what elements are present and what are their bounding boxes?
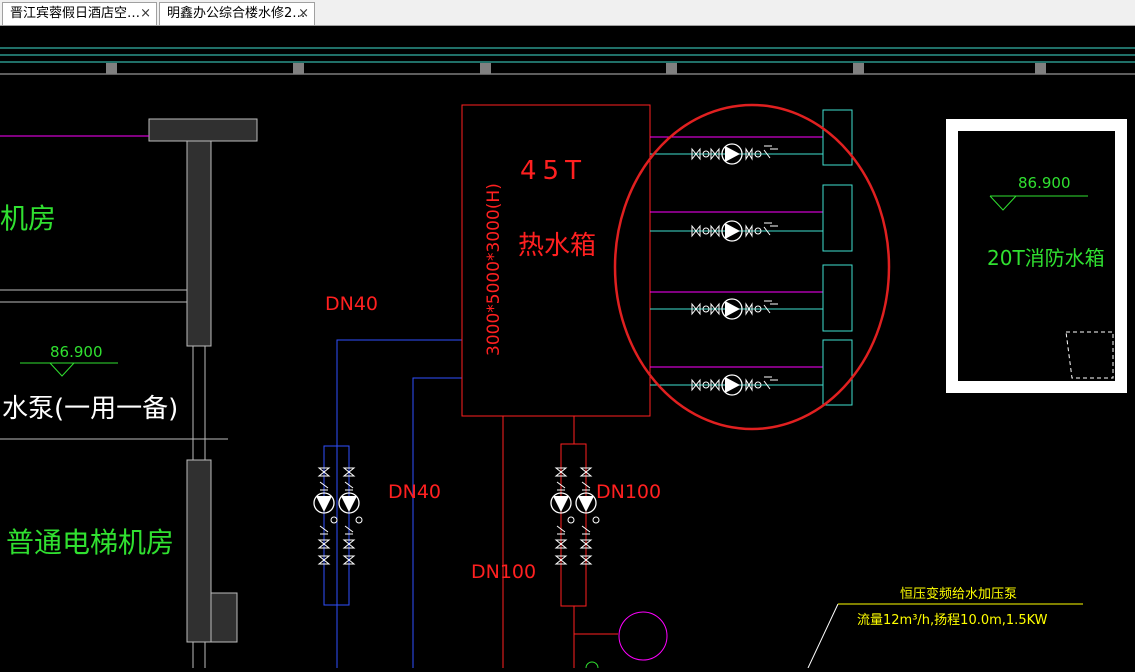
pump-set-spec: 流量12m³/h,扬程10.0m,1.5KW <box>857 613 1048 628</box>
pipe-label-dn40-a: DN40 <box>325 293 378 315</box>
fitting-symbol <box>585 661 599 672</box>
document-tab-bar: 晋江宾蓉假日酒店空… × 明鑫办公综合楼水修2… × <box>0 0 1135 26</box>
tab-drawing-1[interactable]: 晋江宾蓉假日酒店空… × <box>2 2 157 25</box>
tab-label: 明鑫办公综合楼水修2… <box>167 6 306 21</box>
pipe-label-dn100-b: DN100 <box>471 561 536 583</box>
elevation-marker-left <box>49 362 75 377</box>
fire-tank-label: 20T消防水箱 <box>987 246 1105 270</box>
elevation-label-left: 86.900 <box>50 343 103 361</box>
pump-icon <box>550 467 575 565</box>
pump-set-title: 恒压变频给水加压泵 <box>900 586 1017 602</box>
tank-size-label: 3000*5000*3000(H) <box>484 183 504 356</box>
highlight-circle <box>613 103 891 431</box>
close-icon[interactable]: × <box>140 6 151 21</box>
tank-name-label: 热水箱 <box>518 231 596 261</box>
pump-icon <box>313 467 338 565</box>
drawing-svg: 机房 86.900 水泵(一用一备) 普通电梯机房 DN40 DN40 45T … <box>0 47 1135 672</box>
elevation-marker-right <box>989 195 1017 211</box>
pipe-label-dn40-b: DN40 <box>388 481 441 503</box>
cad-drawing-canvas[interactable]: 机房 86.900 水泵(一用一备) 普通电梯机房 DN40 DN40 45T … <box>0 26 1135 672</box>
hot-water-tank[interactable] <box>461 104 651 417</box>
pump-icon <box>338 467 363 565</box>
pipe-label-dn100-a: DN100 <box>596 481 661 503</box>
tab-label: 晋江宾蓉假日酒店空… <box>10 6 141 21</box>
fire-water-tank[interactable] <box>946 119 1127 393</box>
building-outline-top <box>0 47 1135 75</box>
pump-label-left: 水泵(一用一备) <box>2 394 178 424</box>
elevation-label-right: 86.900 <box>1018 174 1071 192</box>
blue-supply-pipes <box>323 339 462 668</box>
pressure-tank-symbol <box>618 611 668 661</box>
room-label-machine: 机房 <box>0 202 56 235</box>
room-label-elevator: 普通电梯机房 <box>6 526 174 559</box>
wall-structure-left <box>0 118 258 668</box>
circulation-pump-group <box>650 109 853 406</box>
leader-line <box>807 603 839 669</box>
tab-drawing-2[interactable]: 明鑫办公综合楼水修2… × <box>159 2 315 25</box>
red-pipes <box>502 416 618 668</box>
hatch-symbol <box>1065 331 1114 379</box>
tank-capacity-label: 45T <box>520 156 587 186</box>
close-icon[interactable]: × <box>298 6 309 21</box>
